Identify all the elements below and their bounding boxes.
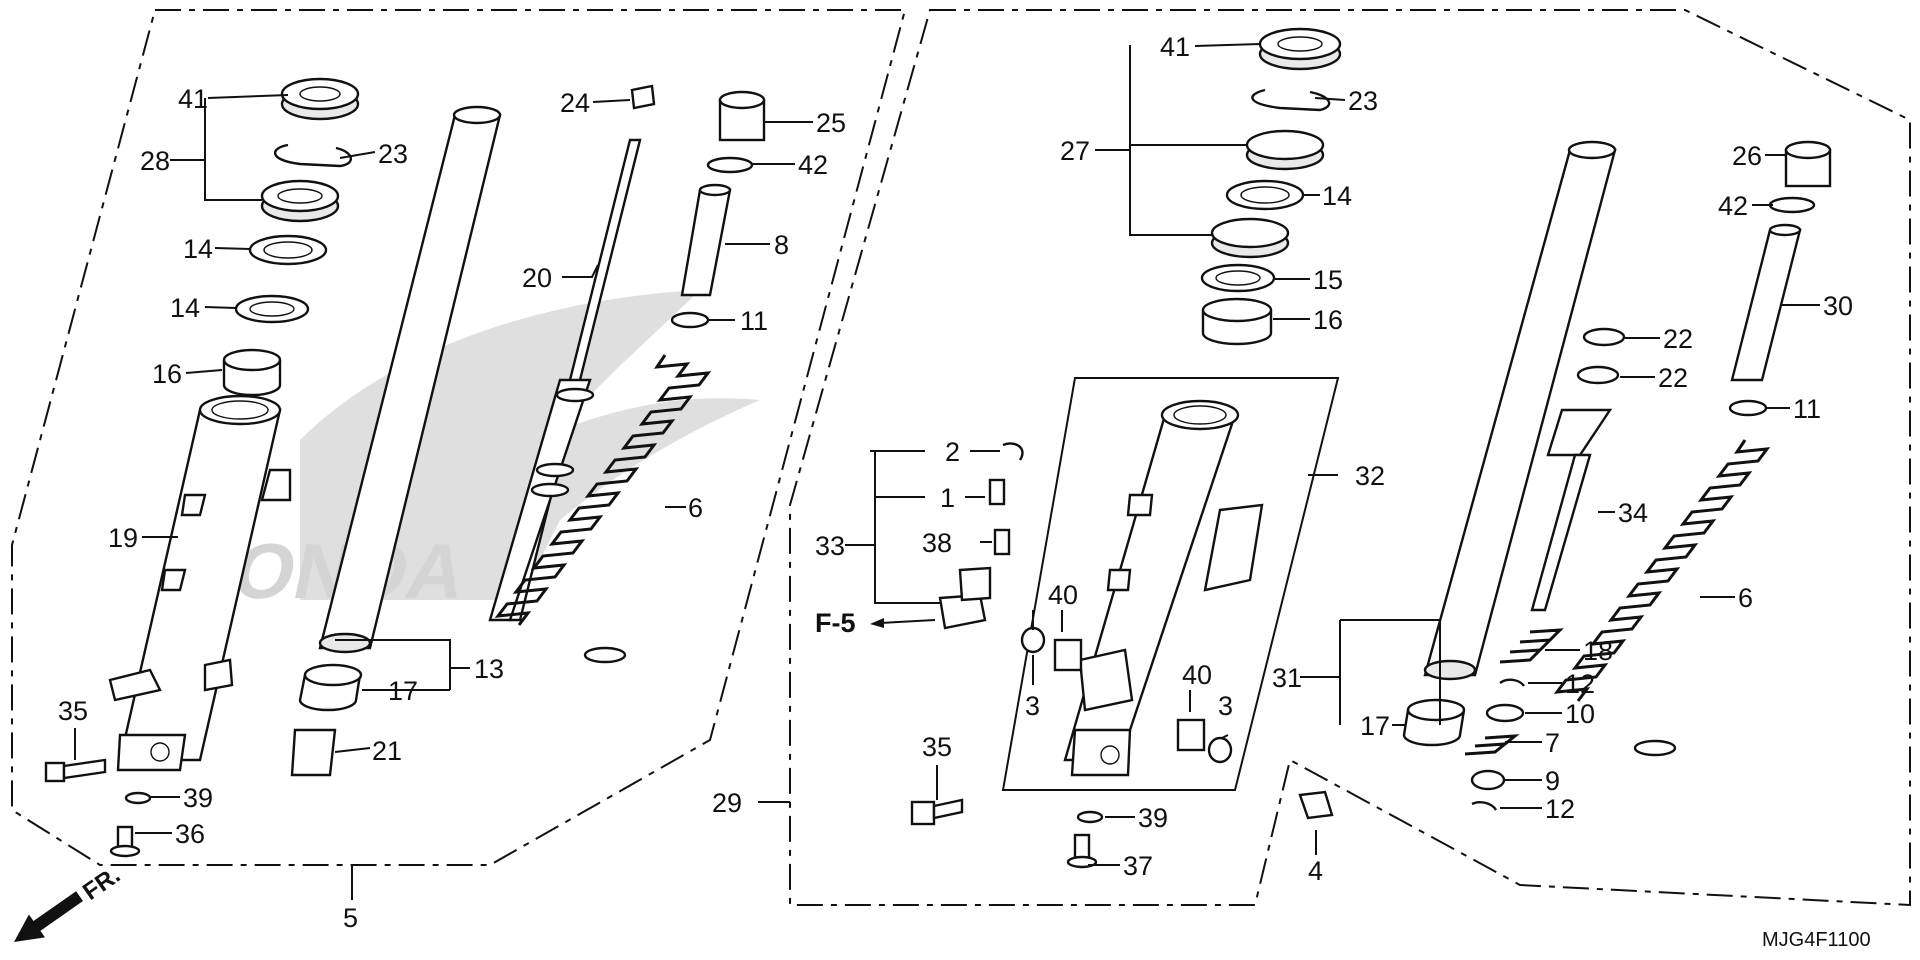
- callout-6-left: 6: [688, 493, 703, 523]
- callout-16-right: 16: [1313, 305, 1343, 335]
- callout-35-left: 35: [58, 696, 88, 726]
- fork-slider-32: [1063, 399, 1264, 777]
- left-fork-parts: [44, 77, 766, 858]
- callout-8: 8: [774, 230, 789, 260]
- callout-20: 20: [522, 263, 552, 293]
- callout-23-right: 23: [1348, 86, 1378, 116]
- callout-23-left: 23: [378, 139, 408, 169]
- callout-25: 25: [816, 108, 846, 138]
- group-boundaries: [11, 9, 1911, 907]
- callout-numbers: 41 28 23 14 14 16 19 35 39 36 5 24 20 13…: [58, 32, 1853, 933]
- callout-38: 38: [922, 528, 952, 558]
- front-direction-arrow: FR.: [14, 861, 125, 942]
- callout-9: 9: [1545, 766, 1560, 796]
- callout-3-a: 3: [1025, 691, 1040, 721]
- callout-11-left: 11: [740, 306, 768, 336]
- callout-39-right: 39: [1138, 803, 1168, 833]
- callout-36: 36: [175, 819, 205, 849]
- callout-30: 30: [1823, 291, 1853, 321]
- callout-1: 1: [940, 483, 955, 513]
- callout-34: 34: [1618, 498, 1648, 528]
- callout-17-left: 17: [388, 676, 418, 706]
- dust-seal-41-right: [1258, 27, 1342, 71]
- callout-15: 15: [1313, 265, 1343, 295]
- callout-29: 29: [712, 788, 742, 818]
- callout-14-left-b: 14: [170, 293, 200, 323]
- fork-spring-6-left: [494, 354, 712, 664]
- diagram-code: MJG4F1100: [1762, 929, 1871, 951]
- callout-22-b: 22: [1658, 363, 1688, 393]
- callout-41-right: 41: [1160, 32, 1190, 62]
- callout-16-left: 16: [152, 359, 182, 389]
- callout-27: 27: [1060, 136, 1090, 166]
- callout-28: 28: [140, 146, 170, 176]
- callout-18: 18: [1583, 636, 1613, 666]
- reference-label: F-5: [815, 608, 856, 638]
- callout-42-right: 42: [1718, 191, 1748, 221]
- callout-31: 31: [1272, 663, 1302, 693]
- bolt-35: [44, 758, 107, 783]
- callout-24: 24: [560, 88, 590, 118]
- callout-14-right: 14: [1322, 181, 1352, 211]
- fork-tube-31: [1423, 140, 1617, 681]
- right-fork-parts: [910, 27, 1832, 869]
- callout-10: 10: [1565, 699, 1595, 729]
- callout-26: 26: [1732, 141, 1762, 171]
- callout-14-left-a: 14: [183, 234, 213, 264]
- callout-41-left: 41: [178, 84, 208, 114]
- callout-33: 33: [815, 531, 845, 561]
- callout-3-b: 3: [1218, 691, 1233, 721]
- callout-2: 2: [945, 437, 960, 467]
- callout-32: 32: [1355, 461, 1385, 491]
- callout-42-left: 42: [798, 150, 828, 180]
- callout-19: 19: [108, 523, 138, 553]
- bracket-assembly-33: [938, 442, 1024, 630]
- leader-lines: [74, 43, 1820, 900]
- fork-slider-19: [108, 394, 292, 772]
- callout-7: 7: [1545, 728, 1560, 758]
- callout-40-b: 40: [1182, 660, 1212, 690]
- callout-21: 21: [372, 736, 402, 766]
- dust-seal-41: [280, 77, 360, 121]
- oil-seal: [260, 179, 340, 223]
- fork-tube-13: [318, 105, 502, 654]
- callout-11-right: 11: [1793, 394, 1821, 424]
- rod-34: [1530, 408, 1613, 612]
- callout-12-b: 12: [1545, 794, 1575, 824]
- callout-35-right: 35: [922, 732, 952, 762]
- callout-5: 5: [343, 903, 358, 933]
- callout-22-a: 22: [1663, 324, 1693, 354]
- callout-37: 37: [1123, 851, 1153, 881]
- callout-39-left: 39: [183, 783, 213, 813]
- callout-40-a: 40: [1048, 580, 1078, 610]
- callout-13: 13: [474, 654, 504, 684]
- slider-bushing-16: [222, 348, 282, 397]
- damper-rod-20: [488, 138, 642, 622]
- direction-label: FR.: [78, 861, 125, 905]
- fork-spring-6-right: [1553, 439, 1771, 757]
- callout-12-a: 12: [1565, 669, 1595, 699]
- callout-4: 4: [1308, 856, 1323, 886]
- callout-17-right: 17: [1360, 711, 1390, 741]
- callout-6-right: 6: [1738, 583, 1753, 613]
